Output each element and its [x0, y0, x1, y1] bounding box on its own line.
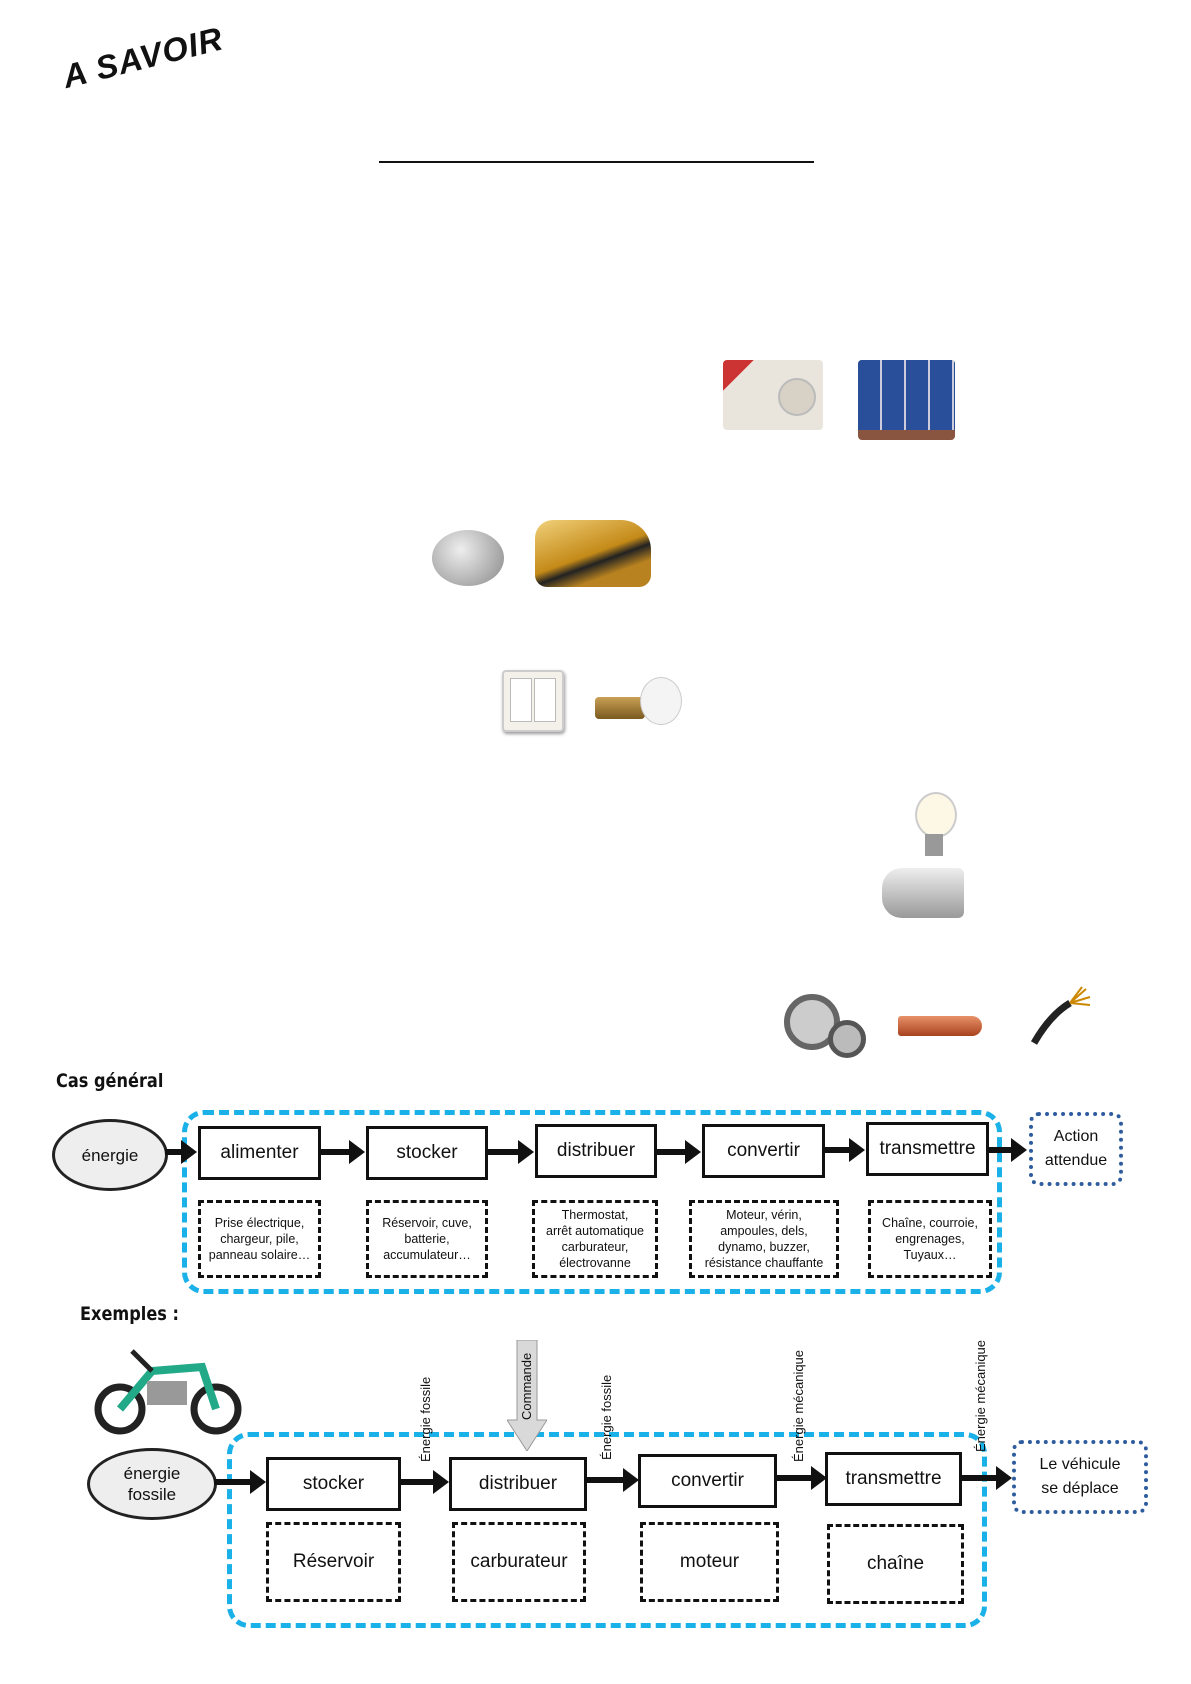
- flow-label: Énergie fossile: [599, 1374, 614, 1460]
- cable-image: [1030, 985, 1092, 1045]
- example-list-transmettre: Chaîne, courroie,engrenages,Tuyaux…: [868, 1200, 992, 1278]
- example-list-stocker: Réservoir, cuve,batterie,accumulateur…: [366, 1200, 488, 1278]
- function-transmettre-example: transmettre: [825, 1452, 962, 1506]
- flow-label: Énergie fossile: [418, 1376, 433, 1462]
- plug-image: [723, 360, 823, 430]
- function-distribuer-example: distribuer: [449, 1457, 587, 1511]
- energy-input: énergie: [52, 1119, 168, 1191]
- chain-image: [784, 994, 866, 1058]
- function-convertir-example: convertir: [638, 1454, 777, 1508]
- flow-label: Énergie mécanique: [973, 1339, 988, 1452]
- example-list-alimenter: Prise électrique,chargeur, pile,panneau …: [198, 1200, 321, 1278]
- motor-image: [882, 868, 964, 918]
- flow-arrow: [989, 1138, 1027, 1162]
- flow-arrow: [657, 1140, 701, 1164]
- flow-arrow: [165, 1140, 197, 1164]
- flow-arrow: [777, 1466, 827, 1490]
- flow-arrow: [321, 1140, 365, 1164]
- coin-battery-image: [432, 530, 504, 586]
- flow-arrow: [488, 1140, 534, 1164]
- flow-arrow: [962, 1466, 1012, 1490]
- dirt-bike-image: [92, 1341, 244, 1435]
- page-title: A SAVOIR: [58, 19, 227, 96]
- light-switch-image: [502, 670, 564, 732]
- flow-arrow: [214, 1470, 266, 1494]
- function-stocker-example: stocker: [266, 1457, 401, 1511]
- component-chaine: chaîne: [827, 1524, 964, 1604]
- output-line: Action: [1053, 1128, 1099, 1145]
- component-carburateur: carburateur: [452, 1522, 586, 1602]
- flow-arrow: [401, 1470, 449, 1494]
- valve-image: [595, 672, 683, 728]
- light-bulb-image: [913, 792, 957, 860]
- examples-heading: Exemples :: [80, 1303, 179, 1325]
- flow-arrow: [587, 1468, 639, 1492]
- fuel-tank-image: [535, 520, 651, 587]
- system-boundary-example: [227, 1432, 987, 1628]
- function-alimenter: alimenter: [198, 1126, 321, 1180]
- component-moteur: moteur: [640, 1522, 779, 1602]
- command-label: Commande: [519, 1352, 534, 1420]
- function-distribuer: distribuer: [535, 1124, 657, 1178]
- general-case-heading: Cas général: [56, 1070, 164, 1092]
- command-arrow: Commande: [507, 1340, 547, 1451]
- title-underline: [379, 161, 814, 163]
- function-stocker: stocker: [366, 1126, 488, 1180]
- flow-label: Énergie mécanique: [791, 1349, 806, 1462]
- copper-pipe-image: [898, 1016, 982, 1036]
- function-convertir: convertir: [702, 1124, 825, 1178]
- function-transmettre: transmettre: [866, 1122, 989, 1176]
- solar-panel-image: [858, 360, 955, 440]
- output-line: attendue: [1044, 1152, 1108, 1169]
- flow-arrow: [825, 1138, 865, 1162]
- system-boundary: [182, 1110, 1002, 1294]
- expected-action: Action attendue: [1029, 1112, 1123, 1186]
- example-list-convertir: Moteur, vérin,ampoules, dels,dynamo, buz…: [689, 1200, 839, 1278]
- component-reservoir: Réservoir: [266, 1522, 401, 1602]
